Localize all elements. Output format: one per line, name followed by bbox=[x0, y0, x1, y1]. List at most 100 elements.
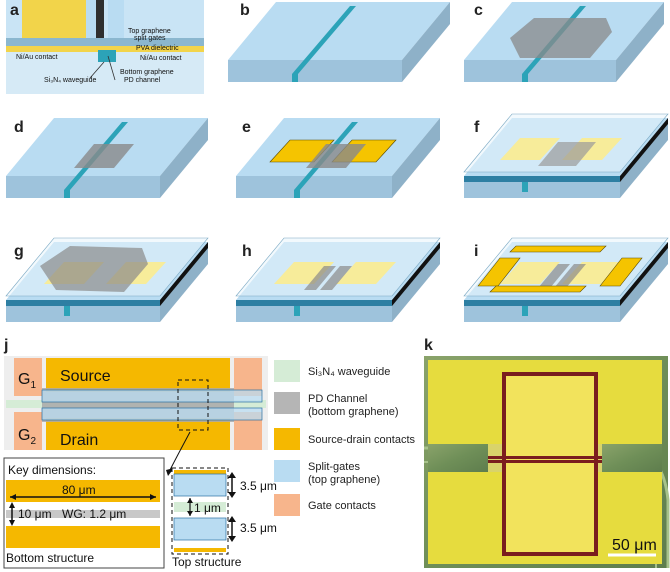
pd-channel bbox=[74, 144, 134, 168]
legend-label-split-gates: Split-gates bbox=[308, 461, 360, 473]
bottom-structure-label: Bottom structure bbox=[6, 551, 94, 565]
chip-front bbox=[464, 60, 616, 82]
legend-label-split-gates-sub: (top graphene) bbox=[308, 474, 380, 486]
dim-35-top-label: 3.5 μm bbox=[240, 479, 277, 493]
panel-a: a Top graphene split gates PVA dielectri… bbox=[6, 0, 204, 94]
top-graphene bbox=[40, 246, 148, 292]
dim-10-label: 10 μm bbox=[18, 507, 52, 521]
pva-dielectric-label: PVA dielectric bbox=[136, 45, 179, 52]
contact-right-label: Ni/Au contact bbox=[140, 55, 182, 62]
g2-label: G2 bbox=[18, 427, 36, 447]
source-contact bbox=[500, 138, 560, 160]
top-structure-label: Top structure bbox=[172, 555, 242, 569]
pd-channel-label: PD channel bbox=[124, 77, 161, 84]
top-gate-lower bbox=[173, 517, 227, 541]
panel-a-contact-layer bbox=[6, 46, 204, 52]
split-gate-top bbox=[41, 389, 263, 403]
pd-channel bbox=[306, 144, 366, 168]
panel-d: d bbox=[6, 118, 208, 198]
scale-bar-label: 50 μm bbox=[612, 537, 657, 554]
top-gate-upper bbox=[173, 473, 227, 497]
panel-c-label: c bbox=[474, 2, 483, 19]
pd-channel bbox=[538, 142, 596, 166]
key-drain-bar bbox=[6, 526, 160, 548]
dim-wg-label: WG: 1.2 μm bbox=[62, 507, 126, 521]
panel-h-label: h bbox=[242, 243, 252, 260]
panel-d-label: d bbox=[14, 119, 24, 136]
panel-c: c bbox=[464, 2, 664, 82]
chip-top bbox=[228, 2, 450, 60]
legend-label-pd-channel-sub: (bottom graphene) bbox=[308, 406, 399, 418]
gate-contact-right bbox=[599, 257, 643, 287]
chip-front bbox=[236, 176, 392, 198]
panel-a-label: a bbox=[10, 2, 19, 19]
waveguide bbox=[522, 182, 528, 192]
panel-b-label: b bbox=[240, 2, 250, 19]
top-graphene-label: Top graphene bbox=[128, 28, 171, 35]
chip-side bbox=[160, 118, 208, 198]
dim-35-bottom-label: 3.5 μm bbox=[240, 521, 277, 535]
legend-swatch-waveguide bbox=[274, 360, 300, 382]
panel-k-label: k bbox=[424, 337, 433, 354]
legend-label-pd-channel: PD Channel bbox=[308, 393, 367, 405]
legend-swatch-pd-channel bbox=[274, 392, 300, 414]
source-pad bbox=[46, 358, 230, 392]
gate-contact-g1 bbox=[14, 358, 42, 396]
panel-a-top-gold bbox=[22, 0, 98, 38]
contact-left-label: Ni/Au contact bbox=[16, 54, 58, 61]
panel-a-waveguide-block bbox=[98, 50, 116, 62]
panel-h: h bbox=[235, 237, 441, 322]
legend-label-waveguide: Si₃N₄ waveguide bbox=[308, 366, 390, 378]
g1-label: G1 bbox=[18, 371, 36, 391]
legend-label-source-drain: Source-drain contacts bbox=[308, 434, 415, 446]
legend: Si₃N₄ waveguide PD Channel (bottom graph… bbox=[274, 360, 415, 516]
split-gate-bottom bbox=[41, 407, 263, 421]
panel-g: g bbox=[5, 237, 209, 322]
gate-contact-g2 bbox=[14, 412, 42, 450]
bottom-graphene bbox=[510, 18, 612, 58]
panel-g-label: g bbox=[14, 243, 24, 260]
gate-contact-left bbox=[477, 257, 521, 287]
panel-a-graphene-dark bbox=[96, 0, 104, 38]
top-gate-gap bbox=[174, 502, 226, 512]
zoom-box bbox=[177, 379, 209, 431]
split-gate-left bbox=[304, 266, 336, 290]
chip-side bbox=[616, 2, 664, 82]
panel-f-label: f bbox=[474, 119, 480, 136]
drain-pad bbox=[46, 418, 230, 450]
panel-i-label: i bbox=[474, 243, 478, 260]
bottom-graphene-label: Bottom graphene bbox=[120, 69, 174, 76]
key-dimensions-title: Key dimensions: bbox=[8, 463, 96, 477]
waveguide bbox=[294, 306, 300, 316]
panel-e: e bbox=[236, 118, 440, 198]
dim-80-label: 80 μm bbox=[62, 483, 96, 497]
legend-swatch-split-gates bbox=[274, 460, 300, 482]
waveguide-label: Si₃N₄ waveguide bbox=[44, 77, 97, 84]
panel-j: j G1 G2 Source Drain Key dimensions: 80 … bbox=[3, 337, 277, 569]
panel-k: k 50 μm bbox=[424, 337, 670, 568]
waveguide bbox=[64, 306, 70, 316]
waveguide bbox=[522, 306, 528, 316]
dim-1-label: 1 μm bbox=[194, 501, 221, 515]
source-label: Source bbox=[60, 368, 111, 385]
panel-e-label: e bbox=[242, 119, 251, 136]
chip-side bbox=[392, 118, 440, 198]
panel-a-pva-layer bbox=[6, 38, 204, 46]
panel-i: i bbox=[463, 237, 669, 322]
chip-front bbox=[6, 176, 160, 198]
channel-frame bbox=[502, 372, 598, 556]
panel-f: f bbox=[463, 113, 669, 198]
chip-side bbox=[402, 2, 450, 82]
split-gates-label: split gates bbox=[134, 35, 166, 42]
panel-a-split-gate-right bbox=[108, 0, 124, 38]
legend-label-gate-contacts: Gate contacts bbox=[308, 500, 376, 512]
waveguide bbox=[292, 6, 356, 74]
legend-swatch-gate-contacts bbox=[274, 494, 300, 516]
chip-front bbox=[228, 60, 402, 82]
panel-j-label: j bbox=[3, 337, 8, 354]
panel-b: b bbox=[228, 2, 450, 82]
drain-label: Drain bbox=[60, 432, 98, 449]
legend-swatch-source-drain bbox=[274, 428, 300, 450]
split-gate-right bbox=[320, 266, 352, 290]
